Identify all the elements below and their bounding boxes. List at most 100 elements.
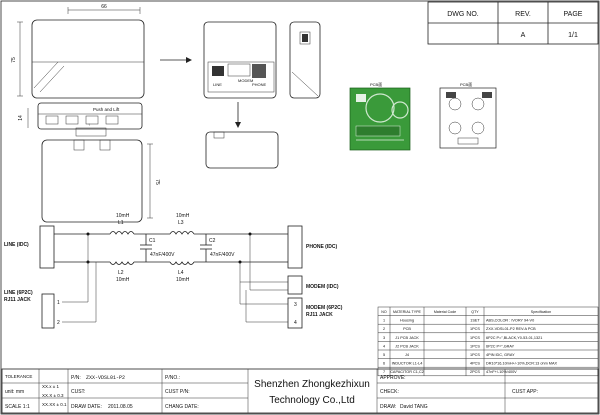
draw-date-value: 2011.08.05 [108,404,133,410]
c1-value: 47nF/400V [150,252,175,258]
line-idc-block [39,225,55,269]
inductor-l2 [109,261,135,265]
page-value: 1/1 [568,32,578,39]
c2-label: C2 [209,238,216,244]
phone-idc-label: PHONE (IDC) [306,244,337,250]
bom-cell: 1SET [470,319,480,323]
modem-6p2c-label: MODEM (6P2C) [306,305,343,311]
bom-cell: CAPACITOR C1,C2 [390,370,424,374]
bom-cell: INDUCTOR L1-L4 [392,362,423,366]
dimension-height: 75 [11,57,17,63]
dwg-no-header: DWG NO. [447,11,479,18]
l2-value: 10mH [116,277,130,283]
pcb-top-view: PCB面 [349,82,411,151]
bom-header-cell: NO [381,310,387,314]
modem-pin-3: 3 [294,302,297,308]
bom-cell: 4 [383,344,385,348]
l3-label: L3 [178,220,184,226]
rev-header: REV. [515,11,531,18]
housing-bottom-view [205,131,279,169]
line-6p2c-label: LINE (6P2C) [4,290,33,296]
housing-open-view: LINE PHONE MODEM [203,21,277,99]
bom-cell: 4PCS [470,362,480,366]
tolerance-2: XX.X ± 0.3 [42,393,64,398]
rev-value: A [521,32,526,39]
housing-right-view [289,21,321,99]
tolerance-1: XX.x ± 1 [42,384,59,389]
assembly-arrow-down [235,102,241,128]
line-rj11-label: RJ11 JACK [4,297,31,303]
bom-header-cell: Material Code [434,310,456,314]
approve-label: APPROVE: [380,375,406,381]
assembly-arrow-right [160,57,192,63]
housing-side-view: 14 Push and Lift ↑ [18,102,143,137]
bom-cell: 5 [383,353,385,357]
cust-label: CUST: [71,389,85,395]
bom-cell: 7 [383,370,385,374]
modem-rj11-label: RJ11 JACK [306,312,333,318]
dimension-length: 75 [154,179,160,185]
bom-cell: 1PCS [470,344,480,348]
housing-front-view: 66 75 [11,4,145,99]
l1-value: 10mH [116,213,130,219]
phone-idc-block [287,225,303,269]
check-label: CHECK: [380,389,399,395]
cust-app-label: CUST APP: [512,389,538,395]
draw-label: DRAW: [380,404,396,410]
tolerance-3: XX.XX ± 0.1 [42,402,67,407]
pno-label: P/NO.: [165,375,180,381]
bom-cell: 3 [383,336,385,340]
bom-cell: J2 PCB JACK [395,344,419,348]
draw-value: David TANG [400,404,428,410]
line-pin-1: 1 [57,300,60,306]
line-idc-label: LINE (IDC) [4,242,29,248]
draw-date-label: DRAW DATE: [71,404,102,410]
bom-cell: J1 PCB JACK [395,336,419,340]
bom-header-cell: QTY [471,310,479,314]
pn-value: ZXX-VDSL01-P2 [86,375,125,381]
line-pin-2: 2 [57,320,60,326]
pn-label: P/N: [71,375,81,381]
dimension-depth: 14 [18,115,24,121]
bom-cell: 6P2C P=",GRAY [486,344,515,348]
inductor-l1 [109,231,135,235]
line-rj11-block [41,293,55,329]
modem-rj11-block [287,297,303,329]
bom-cell: 2PCS [470,370,480,374]
scale-label: SCALE 1:1 [5,404,30,410]
modem-idc-block [287,275,303,295]
bom-cell: Housing [400,319,414,323]
l1-label: L1 [118,220,124,226]
revision-block: DWG NO. REV. PAGE A 1/1 [427,1,599,45]
bom-cell: 1PCS [470,336,480,340]
bom-cell: ZXX-VDSL01-P2 REV:A PCB [486,327,536,331]
bom-cell: 6 [383,362,385,366]
bom-cell: 1PCS [470,327,480,331]
port-phone-label: PHONE [252,82,267,87]
bom-cell: 1 [383,319,385,323]
bom-header-cell: MATERIAL TYPE [393,310,421,314]
bom-cell: DR10*16,10mH+/-10%,DCR:13 ohm MAX [486,362,557,366]
l4-value: 10mH [176,277,190,283]
inductor-l4 [169,261,195,265]
company-name-line-2: Technology Co.,Ltd [269,395,355,406]
l3-value: 10mH [176,213,190,219]
port-line-label: LINE [213,82,222,87]
bom-cell: 6P2C P=",BLACK,Y0-53-01,1321 [486,336,542,340]
port-modem-label: MODEM [238,78,253,83]
side-arrow: ↑ [88,122,90,127]
bom-cell: 1PCS [470,353,480,357]
bom-cell: 47nF+/-10%/400V [486,370,517,374]
bom-cell: ABS,COLOR : IVORY 94-V0 [486,319,534,323]
housing-top-view: 75 [41,139,160,223]
push-and-lift-label: Push and Lift [93,107,120,112]
cust-pn-label: CUST P/N: [165,389,190,395]
l4-label: L4 [178,270,184,276]
bom-cell: J4 [405,353,409,357]
dimension-width: 66 [101,4,107,10]
bom-cell: 4PIN IDC, GRAY [486,353,515,357]
